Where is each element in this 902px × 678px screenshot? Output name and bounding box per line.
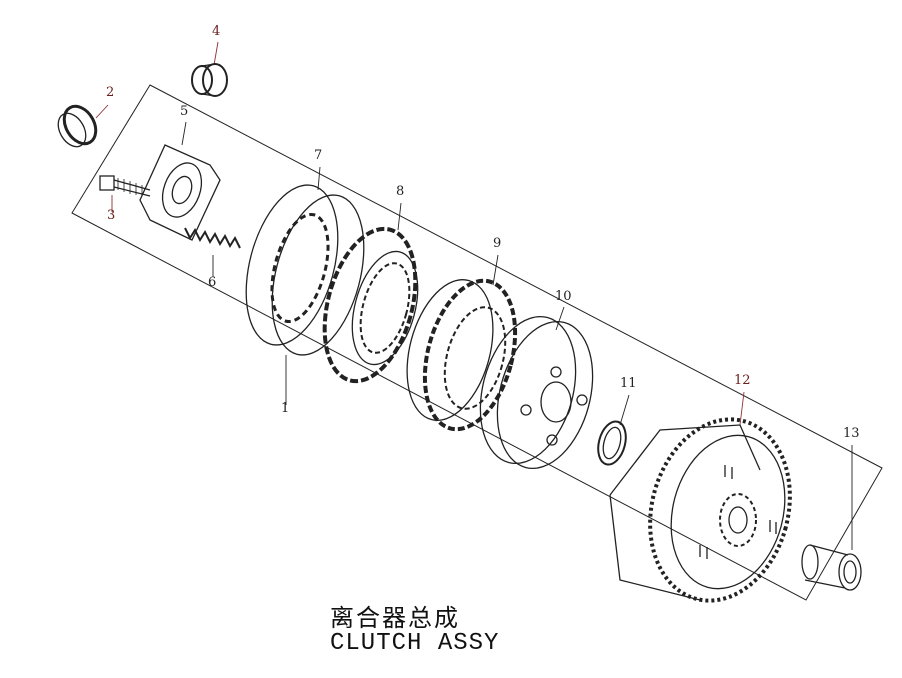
callout-11: 11 <box>620 376 637 391</box>
part-12-clutch-housing <box>609 417 792 603</box>
part-8-friction-plate <box>322 226 419 384</box>
diagram-title-chinese: 离合器总成 <box>330 604 460 632</box>
callout-13: 13 <box>843 426 860 441</box>
callout-3: 3 <box>107 208 116 223</box>
part-10-clutch-center <box>479 315 594 470</box>
callout-7: 7 <box>314 148 323 163</box>
callout-4: 4 <box>212 24 221 39</box>
part-11-washer <box>597 420 627 466</box>
part-9-clutch-plates <box>406 278 518 432</box>
assembly-frame <box>71 84 883 601</box>
part-5-lifter-plate <box>139 144 221 241</box>
part-13-bushing <box>801 544 862 591</box>
leader-lines <box>95 41 853 550</box>
callout-2: 2 <box>106 85 115 100</box>
part-3-bolt <box>99 175 151 197</box>
callout-1: 1 <box>281 401 290 416</box>
callout-8: 8 <box>396 184 405 199</box>
callout-5: 5 <box>180 104 189 119</box>
callout-9: 9 <box>493 236 502 251</box>
part-7-pressure-plate <box>245 184 365 356</box>
part-6-spring <box>184 227 241 249</box>
callout-10: 10 <box>555 289 572 304</box>
part-2-oil-seal <box>57 104 98 148</box>
callout-12: 12 <box>734 373 751 388</box>
diagram-title-english: CLUTCH ASSY <box>330 630 500 657</box>
part-4-bearing <box>191 63 228 97</box>
callout-6: 6 <box>208 275 217 290</box>
